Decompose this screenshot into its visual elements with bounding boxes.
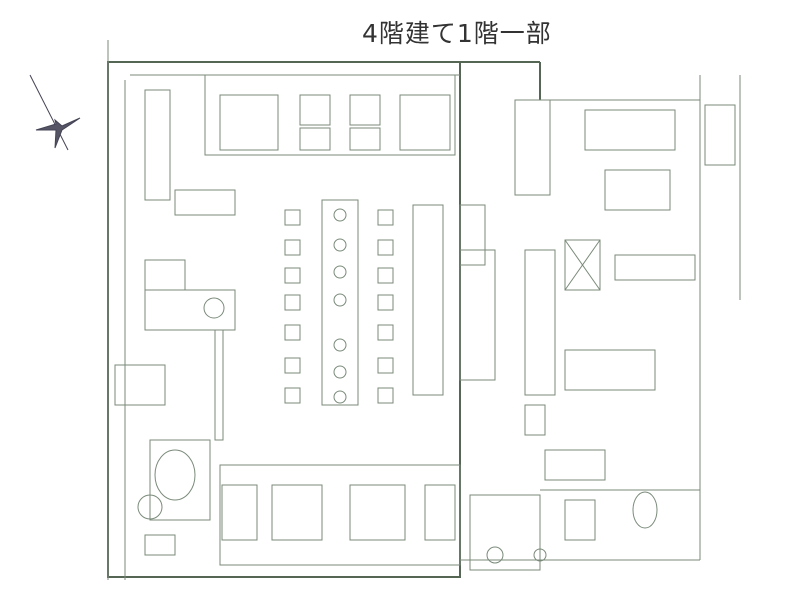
chairs: [284, 204, 444, 404]
compass-rose-icon: [29, 74, 81, 151]
dining-table: [321, 199, 359, 406]
plan-title: 4階建て1階一部: [362, 19, 552, 48]
kitchen: [459, 99, 736, 541]
rooms: [114, 74, 547, 571]
outer-walls: [107, 40, 741, 580]
